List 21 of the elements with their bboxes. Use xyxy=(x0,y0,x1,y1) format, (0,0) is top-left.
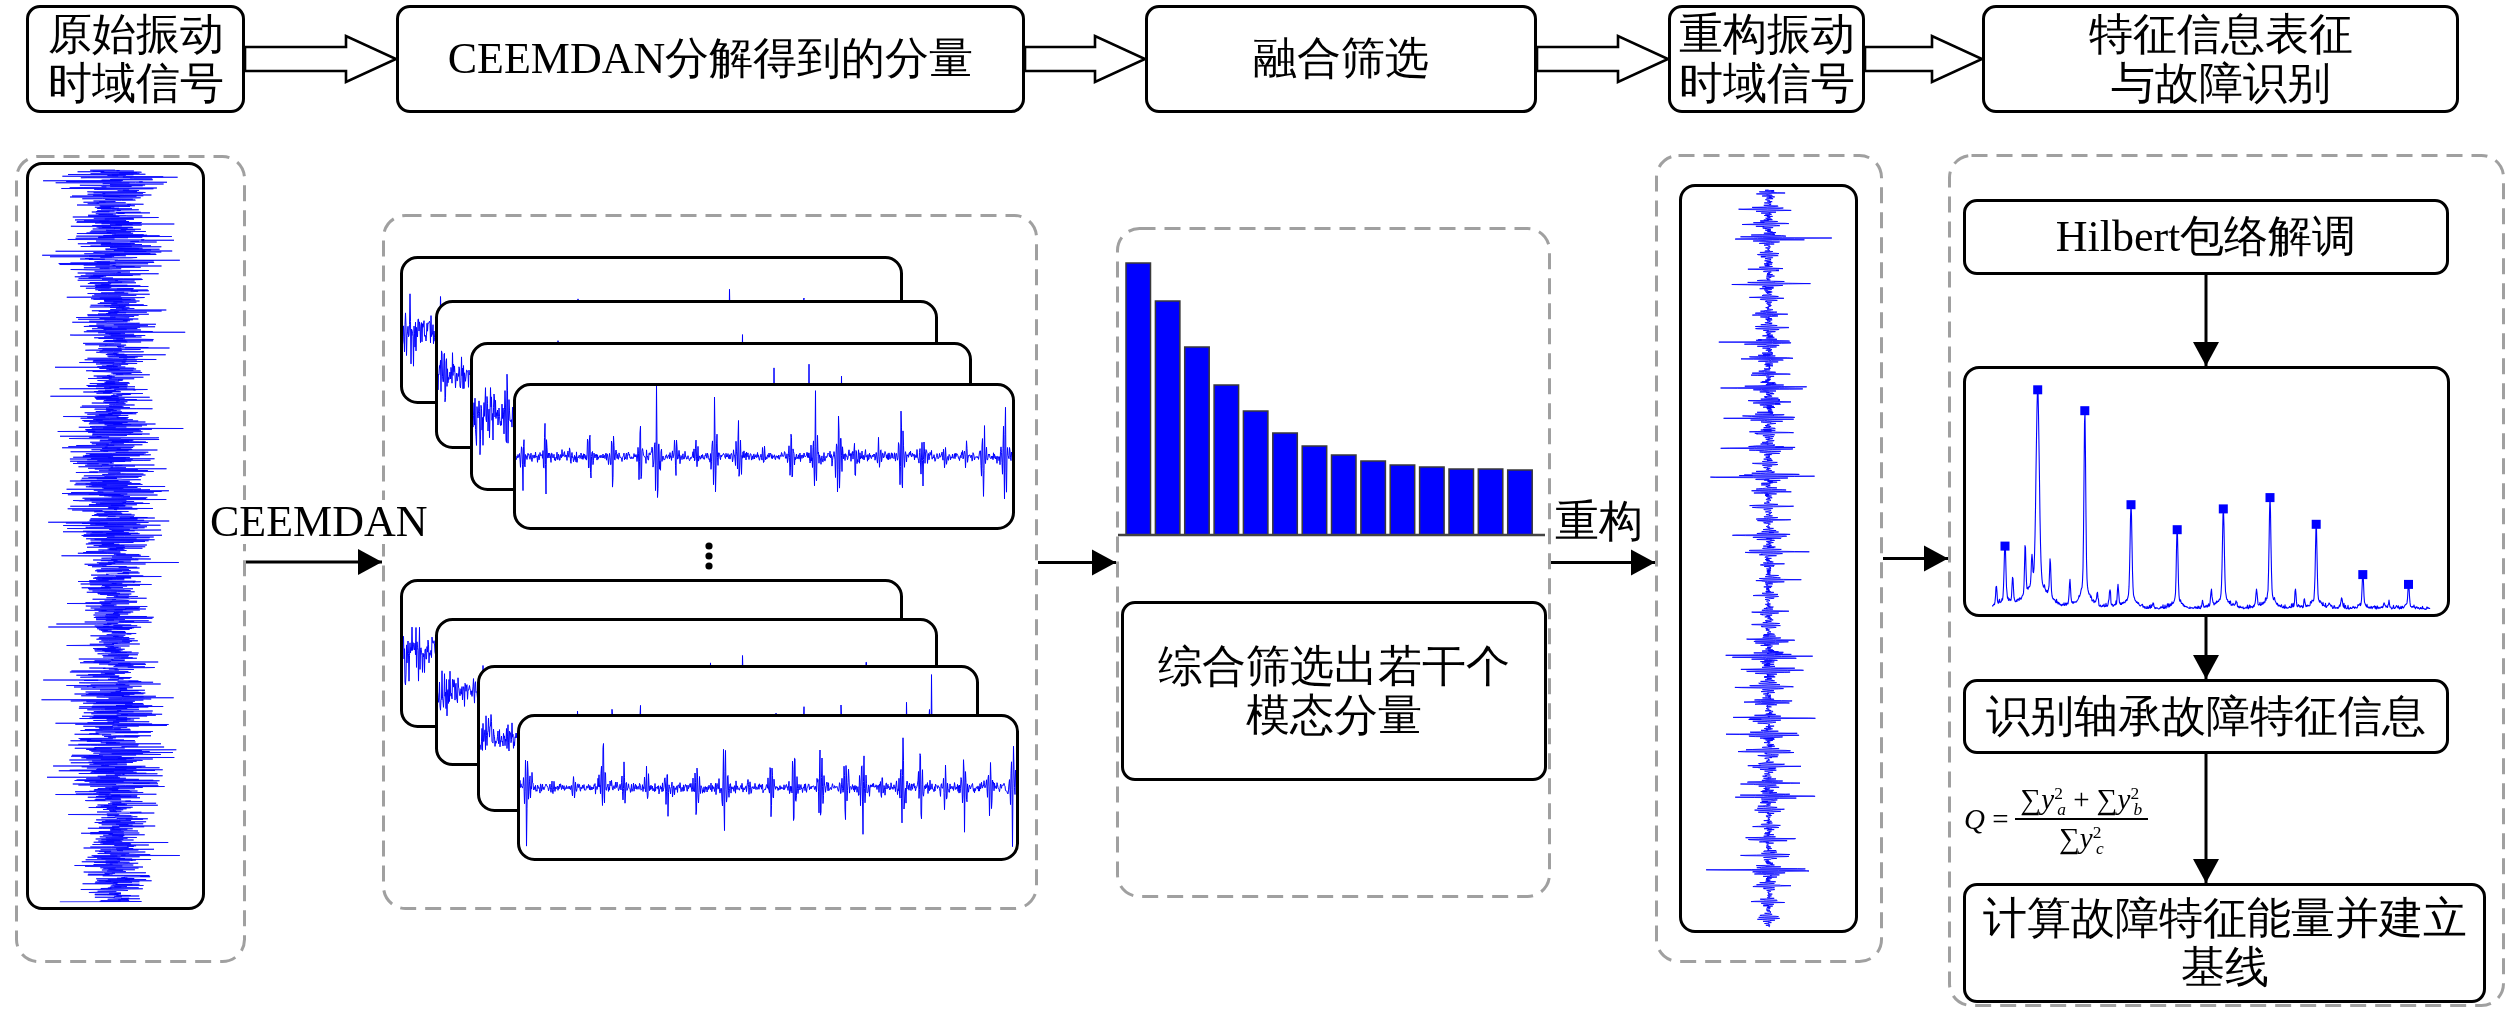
arrow xyxy=(2193,617,2219,679)
arrow xyxy=(1038,549,1116,576)
process-box: 综合筛选出若干个模态分量 xyxy=(1121,601,1547,781)
waveform-plot xyxy=(26,162,205,910)
arrow xyxy=(1883,545,1948,572)
dashed-frame xyxy=(1655,154,1883,963)
process-box: Hilbert包络解调 xyxy=(1963,199,2449,275)
arrow xyxy=(2193,754,2219,883)
edge-label: CEEMDAN xyxy=(208,500,430,544)
process-box: 重构振动时域信号 xyxy=(1668,5,1865,113)
process-box: CEEMDAN分解得到的分量 xyxy=(396,5,1025,113)
arrow xyxy=(1551,549,1655,576)
process-box: 计算故障特征能量并建立基线 xyxy=(1963,883,2486,1003)
stacked-waveform-plots xyxy=(400,579,1019,861)
arrow xyxy=(246,549,382,575)
process-box: 特征信息表征与故障识别 xyxy=(1982,5,2459,113)
process-box: 识别轴承故障特征信息 xyxy=(1963,679,2449,754)
arrow xyxy=(2193,275,2219,366)
process-box: 原始振动时域信号 xyxy=(26,5,245,113)
waveform-plot xyxy=(1679,184,1858,933)
process-box: 融合筛选 xyxy=(1145,5,1537,113)
